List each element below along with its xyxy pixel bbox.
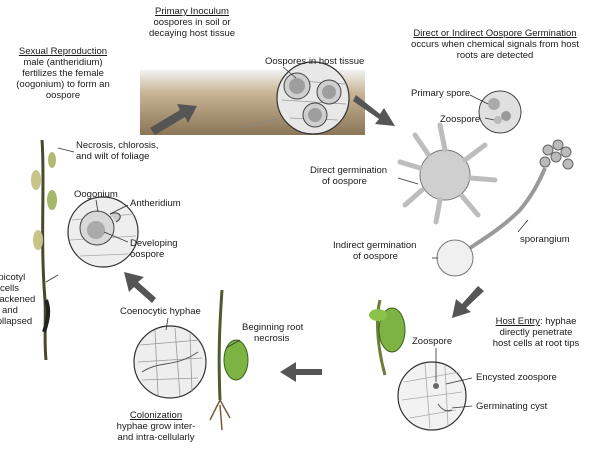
colonization-block: Colonization hyphae grow inter- and intr… bbox=[96, 410, 216, 443]
colonization-line-2: and intra-cellularly bbox=[96, 432, 216, 443]
host-entry-circle-icon bbox=[398, 362, 466, 430]
primary-inoculum-title: Primary Inoculum bbox=[132, 6, 252, 17]
direct-germination-icon bbox=[400, 125, 495, 222]
epicotyl-line-2: cells bbox=[0, 283, 35, 294]
necrosis-line-2: and wilt of foliage bbox=[76, 151, 158, 162]
colonization-circle-icon bbox=[134, 326, 206, 398]
indirect-germination-label: Indirect germination of oospore bbox=[333, 240, 416, 262]
developing-oospore-label: Developing oospore bbox=[130, 238, 178, 260]
primary-inoculum-block: Primary Inoculum oospores in soil or dec… bbox=[132, 6, 252, 39]
sexual-reproduction-line-3: (oogonium) to form an bbox=[0, 79, 126, 90]
direct-germination-line-2: of oospore bbox=[310, 176, 387, 187]
sexual-reproduction-line-4: oospore bbox=[0, 90, 126, 101]
zoospore-bottom-label: Zoospore bbox=[412, 336, 452, 347]
oogonium-label: Oogonium bbox=[74, 189, 118, 200]
encysted-zoospore-label: Encysted zoospore bbox=[476, 372, 557, 383]
arrow-to-colonization bbox=[280, 362, 322, 382]
antheridium-label: Antheridium bbox=[130, 198, 181, 209]
colonization-seedling-icon bbox=[210, 290, 248, 430]
primary-spore-icon bbox=[479, 91, 521, 133]
primary-spore-label: Primary spore bbox=[411, 88, 470, 99]
germination-block: Direct or Indirect Oospore Germination o… bbox=[398, 28, 592, 61]
sexual-reproduction-circle-icon bbox=[68, 197, 138, 267]
indirect-germination-icon bbox=[437, 240, 473, 276]
sporangium-label: sporangium bbox=[520, 234, 570, 245]
indirect-germination-line-1: Indirect germination bbox=[333, 240, 416, 251]
primary-inoculum-line-2: decaying host tissue bbox=[132, 28, 252, 39]
host-entry-block: Host Entry: hyphae directly penetrate ho… bbox=[480, 316, 592, 349]
direct-germination-label: Direct germination of oospore bbox=[310, 165, 387, 187]
colonization-line-1: hyphae grow inter- bbox=[96, 421, 216, 432]
epicotyl-line-5: collapsed bbox=[0, 316, 35, 327]
arrow-to-sexual bbox=[124, 272, 156, 303]
germinating-cyst-label: Germinating cyst bbox=[476, 401, 547, 412]
indirect-germination-line-2: of oospore bbox=[333, 251, 416, 262]
germination-title: Direct or Indirect Oospore Germination bbox=[398, 28, 592, 39]
necrosis-line-1: Necrosis, chlorosis, bbox=[76, 140, 158, 151]
oospores-circle-icon bbox=[277, 62, 349, 134]
germination-line-2: roots are detected bbox=[398, 50, 592, 61]
sexual-reproduction-line-1: male (antheridium) bbox=[0, 57, 126, 68]
host-entry-seedling-icon bbox=[369, 300, 405, 375]
host-entry-text-1: hyphae bbox=[545, 316, 576, 327]
developing-oospore-line-2: oospore bbox=[130, 249, 178, 260]
host-entry-title: Host Entry bbox=[496, 316, 540, 327]
sexual-reproduction-block: Sexual Reproduction male (antheridium) f… bbox=[0, 46, 126, 101]
oospores-in-host-tissue-label: Oospores in host tissue bbox=[265, 56, 364, 67]
zoospore-cluster-icon bbox=[540, 140, 573, 169]
primary-inoculum-line-1: oospores in soil or bbox=[132, 17, 252, 28]
sexual-reproduction-title: Sexual Reproduction bbox=[0, 46, 126, 57]
epicotyl-line-3: blackened bbox=[0, 294, 35, 305]
coenocytic-hyphae-label: Coenocytic hyphae bbox=[120, 306, 201, 317]
epicotyl-line-4: and bbox=[0, 305, 35, 316]
developing-oospore-line-1: Developing bbox=[130, 238, 178, 249]
necrosis-label: Necrosis, chlorosis, and wilt of foliage bbox=[76, 140, 158, 162]
beginning-root-necrosis-line-2: necrosis bbox=[242, 333, 303, 344]
arrow-to-host-entry bbox=[452, 286, 484, 318]
epicotyl-line-1: Epicotyl bbox=[0, 272, 35, 283]
zoospore-top-label: Zoospore bbox=[440, 114, 480, 125]
beginning-root-necrosis-line-1: Beginning root bbox=[242, 322, 303, 333]
beginning-root-necrosis-label: Beginning root necrosis bbox=[242, 322, 303, 344]
host-entry-line-3: host cells at root tips bbox=[480, 338, 592, 349]
host-entry-line-1: Host Entry: hyphae bbox=[480, 316, 592, 327]
epicotyl-label: Epicotyl cells blackened and collapsed bbox=[0, 272, 35, 327]
host-entry-line-2: directly penetrate bbox=[480, 327, 592, 338]
wilted-seedling-icon bbox=[31, 140, 57, 360]
sexual-reproduction-line-2: fertilizes the female bbox=[0, 68, 126, 79]
direct-germination-line-1: Direct germination bbox=[310, 165, 387, 176]
colonization-title: Colonization bbox=[96, 410, 216, 421]
germination-line-1: occurs when chemical signals from host bbox=[398, 39, 592, 50]
